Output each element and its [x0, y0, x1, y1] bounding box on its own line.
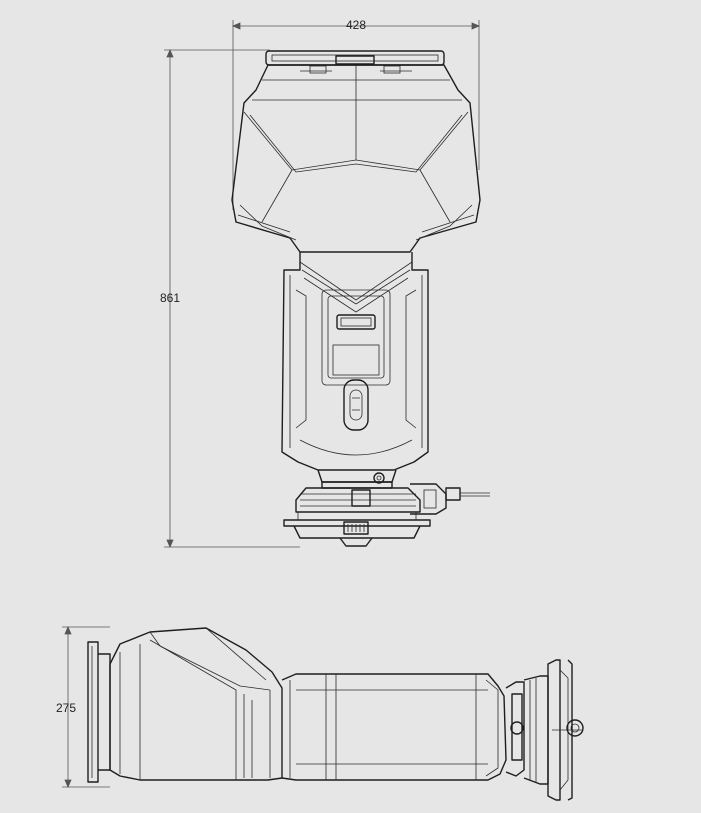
width-dimension: 428 [231, 18, 481, 210]
front-view: 428 861 [160, 18, 490, 549]
side-hopper [109, 627, 283, 781]
height-dimension: 861 [160, 48, 300, 549]
side-height-dimension-label: 275 [56, 701, 76, 715]
height-dimension-label: 861 [160, 291, 180, 305]
hopper-body [231, 64, 481, 253]
side-height-dimension: 275 [56, 625, 110, 789]
side-tank [281, 673, 507, 781]
width-dimension-label: 428 [346, 18, 366, 32]
side-view: 275 [56, 625, 584, 801]
hopper-lid [265, 50, 445, 74]
side-lid [87, 641, 111, 783]
lower-tank [281, 252, 429, 471]
side-spreader [505, 659, 584, 801]
spreader-mechanism [283, 469, 490, 547]
